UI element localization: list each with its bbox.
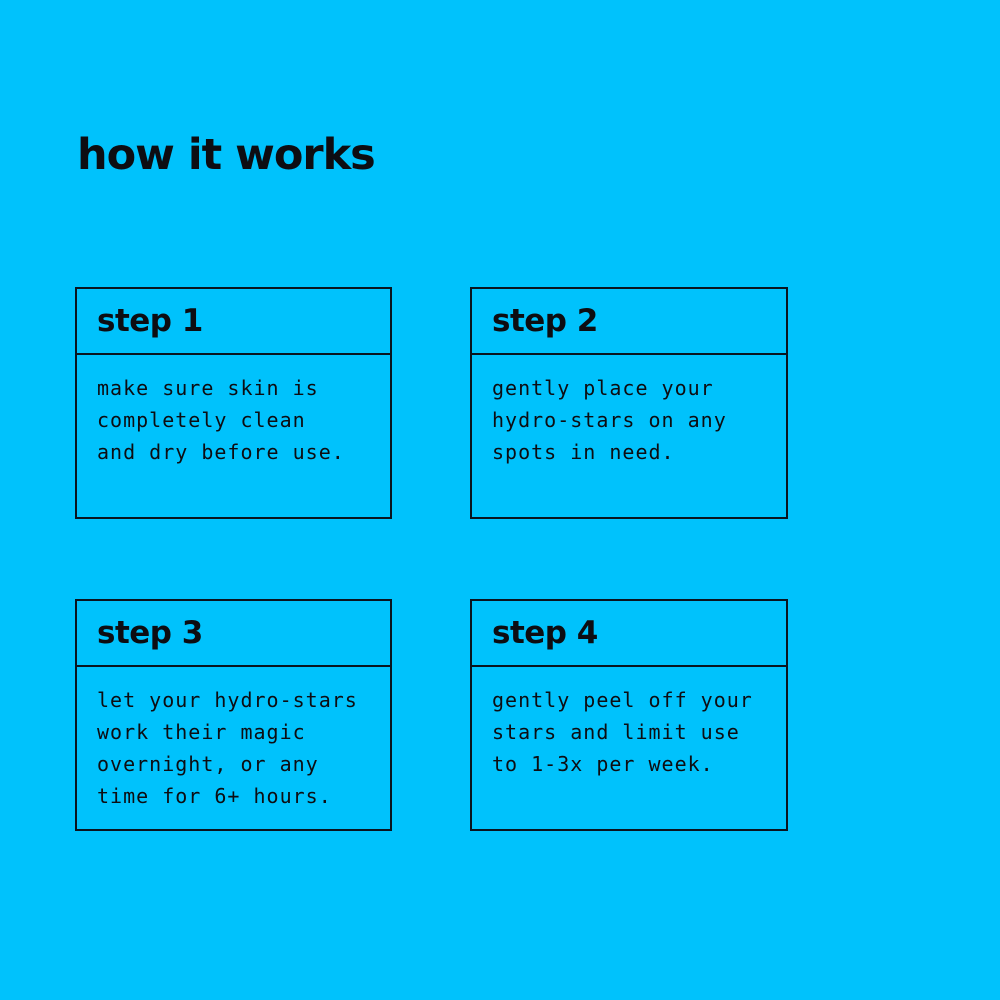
page-title: how it works bbox=[77, 129, 376, 180]
step-description: gently peel off your stars and limit use… bbox=[492, 688, 753, 776]
step-label: step 3 bbox=[97, 615, 203, 651]
step-description: make sure skin is completely clean and d… bbox=[97, 376, 345, 464]
step-label: step 1 bbox=[97, 303, 203, 339]
step-card-2: step 2 gently place your hydro-stars on … bbox=[470, 287, 788, 519]
step-card-3: step 3 let your hydro-stars work their m… bbox=[75, 599, 392, 831]
step-card-4: step 4 gently peel off your stars and li… bbox=[470, 599, 788, 831]
step-label: step 4 bbox=[492, 615, 598, 651]
step-card-header: step 4 bbox=[472, 601, 786, 667]
step-card-header: step 3 bbox=[77, 601, 390, 667]
step-description: let your hydro-stars work their magic ov… bbox=[97, 688, 358, 808]
step-label: step 2 bbox=[492, 303, 598, 339]
step-card-1: step 1 make sure skin is completely clea… bbox=[75, 287, 392, 519]
step-card-header: step 1 bbox=[77, 289, 390, 355]
steps-grid: step 1 make sure skin is completely clea… bbox=[75, 287, 788, 831]
step-description: gently place your hydro-stars on any spo… bbox=[492, 376, 727, 464]
step-card-header: step 2 bbox=[472, 289, 786, 355]
